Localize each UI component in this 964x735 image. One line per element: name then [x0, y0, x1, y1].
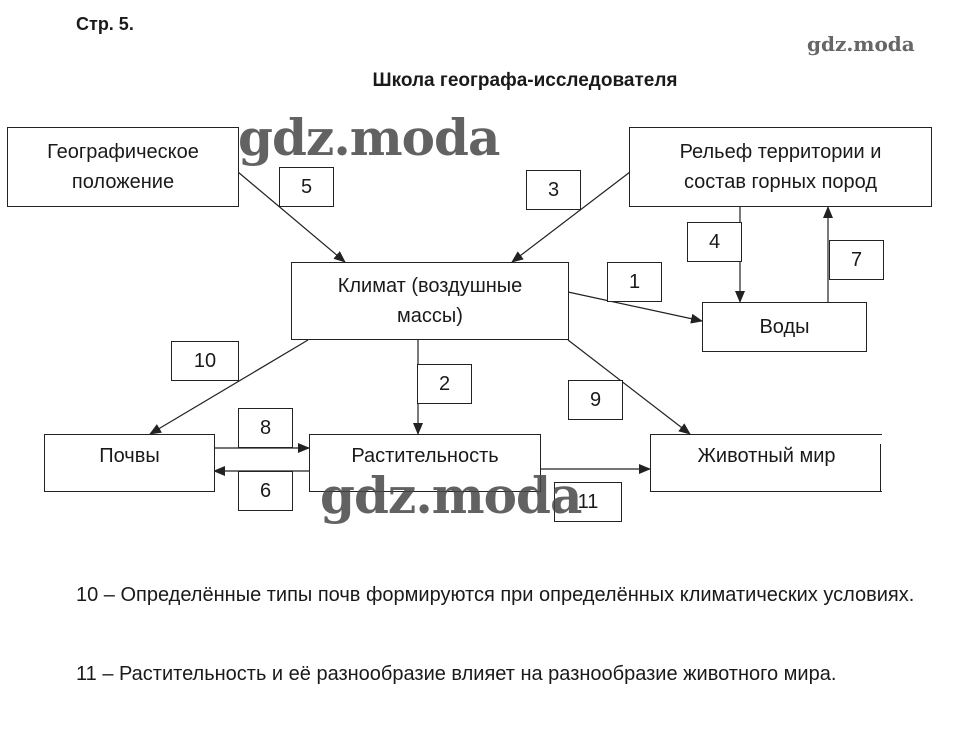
label-5: 5 [279, 167, 334, 207]
box-vegetation: Растительность [309, 434, 541, 492]
box-soils: Почвы [44, 434, 215, 492]
label-3: 3 [526, 170, 581, 210]
label-7: 7 [829, 240, 884, 280]
arrow-climate-animals [567, 339, 691, 435]
watermark-top: gdz.moda [807, 32, 915, 56]
label-2: 2 [417, 364, 472, 404]
label-9: 9 [568, 380, 623, 420]
box-animals-right-edge [880, 444, 881, 492]
watermark-upper: gdz.moda [238, 108, 500, 167]
box-animals: Животный мир [650, 434, 882, 492]
box-geographic-position: Географическое положение [7, 127, 239, 207]
label-11: 11 [554, 482, 622, 522]
arrow-relief-climate [511, 171, 631, 263]
watermark-lower: gdz.moda [320, 466, 582, 525]
arrow-geo-climate [237, 171, 346, 263]
arrow-climate-soils [149, 339, 309, 435]
note-10: 10 – Определённые типы почв формируются … [76, 584, 915, 606]
note-11: 11 – Растительность и её разнообразие вл… [76, 663, 837, 685]
label-10: 10 [171, 341, 239, 381]
arrow-climate-waters [567, 291, 703, 324]
label-8: 8 [238, 408, 293, 448]
label-4: 4 [687, 222, 742, 262]
box-climate: Климат (воздушные массы) [291, 262, 569, 340]
box-relief: Рельеф территории и состав горных пород [629, 127, 932, 207]
diagram-title: Школа географа-исследователя [372, 70, 678, 91]
label-1: 1 [607, 262, 662, 302]
page-header: Стр. 5. [76, 14, 134, 34]
box-waters: Воды [702, 302, 867, 352]
label-6: 6 [238, 471, 293, 511]
